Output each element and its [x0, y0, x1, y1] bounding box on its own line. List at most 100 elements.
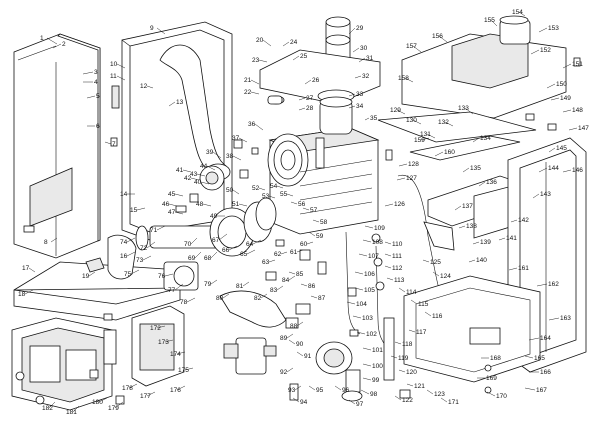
callout-leader-line — [302, 207, 310, 211]
part-number-label: 77 — [168, 287, 176, 294]
part-number-label: 146 — [572, 167, 583, 174]
part-number-label: 109 — [374, 225, 385, 232]
part-number-label: 116 — [432, 313, 443, 320]
part-number-label: 156 — [432, 33, 443, 40]
part-number-label: 106 — [364, 271, 375, 278]
callout-leader-line — [538, 167, 548, 173]
part-number-label: 17 — [22, 265, 30, 272]
part-number-label: 97 — [356, 401, 364, 408]
callout-leader-line — [546, 83, 556, 89]
part-number-label: 175 — [178, 367, 189, 374]
callout-leader-line — [86, 95, 96, 99]
callout-leader-line — [126, 251, 136, 257]
callout-leader-line — [386, 277, 394, 281]
callout-leader-line — [562, 63, 572, 69]
part-number-label: 1 — [40, 35, 44, 42]
part-number-label: 73 — [136, 257, 144, 264]
part-number-label: 155 — [484, 17, 495, 24]
callout-leader-line — [146, 85, 154, 89]
callout-leader-line — [98, 397, 108, 403]
callout-leader-line — [304, 79, 312, 85]
callout-leader-line — [276, 185, 284, 189]
part-number-label: 149 — [560, 95, 571, 102]
callout-leader-line — [28, 267, 36, 273]
callout-leader-line — [426, 389, 434, 395]
callout-leader-line — [88, 271, 96, 277]
part-number-label: 122 — [402, 397, 413, 404]
callout-leader-line — [116, 63, 126, 69]
part-number-label: 178 — [122, 385, 133, 392]
part-number-label: 63 — [262, 259, 270, 266]
callout-leader-line — [404, 77, 414, 83]
callout-leader-line — [164, 339, 174, 343]
callout-leader-line — [440, 397, 448, 403]
part-number-label: 85 — [296, 271, 304, 278]
callout-leader-line — [384, 203, 394, 207]
part-number-label: 76 — [158, 273, 166, 280]
callout-leader-line — [310, 295, 318, 299]
callout-leader-line — [146, 391, 156, 397]
part-number-label: 171 — [448, 399, 459, 406]
part-number-label: 31 — [366, 55, 374, 62]
callout-leader-line — [432, 271, 440, 277]
part-number-label: 107 — [368, 253, 379, 260]
callout-leader-line — [288, 271, 296, 275]
small-fittings — [89, 57, 581, 405]
callout-leader-line — [290, 201, 298, 205]
callout-leader-line — [348, 105, 356, 109]
part-number-label: 144 — [548, 165, 559, 172]
part-number-label: 157 — [406, 43, 417, 50]
callout-leader-line — [438, 35, 448, 43]
part-number-label: 123 — [434, 391, 445, 398]
callout-leader-line — [472, 137, 480, 143]
callout-leader-line — [126, 237, 136, 243]
part-number-label: 30 — [360, 45, 368, 52]
callout-leader-line — [530, 49, 540, 55]
callout-leader-line — [356, 331, 366, 335]
part-number-label: 167 — [536, 387, 547, 394]
part-number-label: 121 — [414, 383, 425, 390]
part-number-label: 164 — [540, 335, 551, 342]
part-number-label: 40 — [194, 179, 202, 186]
part-number-label: 62 — [274, 251, 282, 258]
callout-leader-line — [190, 177, 200, 181]
callout-leader-line — [490, 19, 498, 27]
callout-leader-line — [362, 377, 372, 381]
part-number-label: 133 — [458, 105, 469, 112]
callout-leader-line — [156, 325, 166, 329]
callout-leader-line — [258, 187, 266, 191]
callout-leader-line — [258, 59, 268, 63]
part-number-label: 13 — [176, 99, 184, 106]
part-number-label: 118 — [402, 341, 413, 348]
callout-leader-line — [286, 193, 294, 197]
callout-leader-line — [232, 189, 240, 195]
circulation-pump — [315, 341, 363, 402]
callout-leader-line — [398, 163, 408, 167]
callout-leader-line — [464, 107, 474, 115]
callout-leader-line — [156, 27, 166, 35]
callout-leader-line — [210, 279, 218, 285]
part-number-label: 87 — [318, 295, 326, 302]
part-number-label: 36 — [248, 121, 256, 128]
callout-leader-line — [410, 299, 418, 305]
callout-leader-line — [176, 385, 186, 391]
part-number-label: 119 — [398, 355, 409, 362]
part-number-label: 120 — [406, 369, 417, 376]
callout-leader-line — [306, 241, 314, 245]
callout-leader-line — [532, 193, 540, 199]
callout-leader-line — [232, 155, 242, 161]
part-number-label: 128 — [408, 161, 419, 168]
part-number-label: 139 — [480, 239, 491, 246]
front-cover-panel — [13, 33, 101, 259]
part-number-label: 18 — [18, 291, 26, 298]
part-number-label: 33 — [356, 91, 364, 98]
part-number-label: 11 — [110, 73, 117, 80]
part-number-label: 84 — [282, 277, 290, 284]
callout-leader-line — [354, 287, 364, 291]
part-number-label: 58 — [320, 219, 328, 226]
callout-leader-line — [296, 351, 304, 357]
callout-leader-line — [146, 241, 156, 249]
callout-leader-line — [308, 385, 316, 391]
callout-leader-line — [210, 251, 218, 259]
